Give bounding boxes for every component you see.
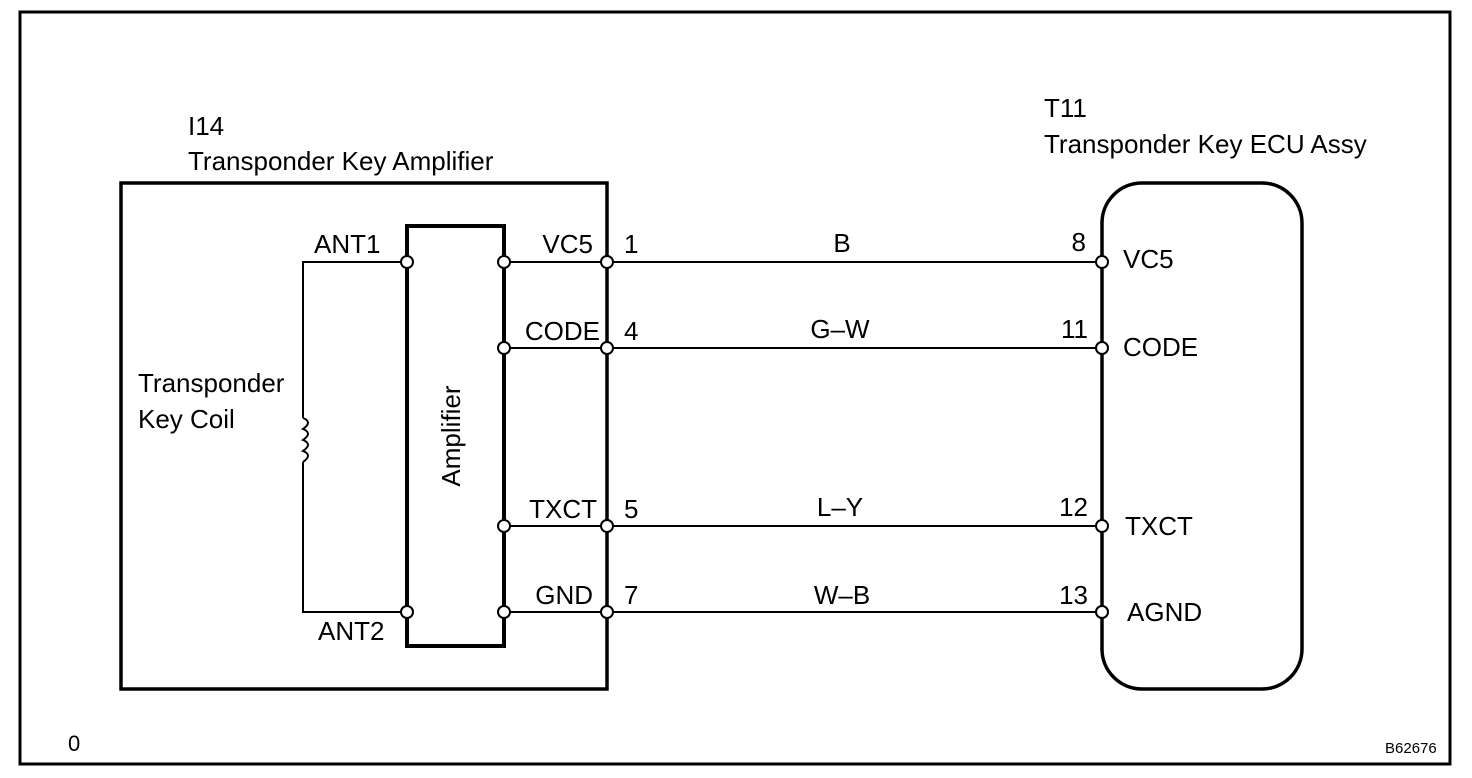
amplifier-output-stubs: [504, 261, 607, 613]
diagram-frame: [18, 10, 1452, 766]
wire-color-txct: L–Y: [817, 492, 863, 522]
amp-pin-name-vc5: VC5: [542, 229, 593, 259]
ecu-code-terminal: [1095, 341, 1109, 355]
ecu-code: T11: [1044, 93, 1087, 123]
amp-pin-number-4: 4: [624, 316, 638, 346]
ecu-vc5-terminal: [1095, 255, 1109, 269]
amp-pin-name-gnd: GND: [535, 580, 593, 610]
amp-pin-name-code: CODE: [525, 316, 600, 346]
amp-pin-number-5: 5: [624, 494, 638, 524]
connector-pin-7: [600, 605, 614, 619]
ant2-terminal: [400, 605, 414, 619]
connector-pin-1: [600, 255, 614, 269]
footer-left-mark: 0: [68, 731, 80, 756]
ant1-terminal: [400, 255, 414, 269]
amp-pin-number-1: 1: [624, 229, 638, 259]
ecu-txct-terminal: [1095, 519, 1109, 533]
ecu-pin-name-txct: TXCT: [1125, 511, 1193, 541]
amplifier-block-label: Amplifier: [436, 385, 466, 486]
amp-gnd-terminal: [497, 605, 511, 619]
wire-color-code: G–W: [810, 314, 870, 344]
connector-pin-4: [600, 341, 614, 355]
ecu-pin-name-code: CODE: [1123, 332, 1198, 362]
ecu-pin-name-vc5: VC5: [1123, 244, 1174, 274]
coil-label-line2: Key Coil: [138, 404, 235, 434]
ecu-agnd-terminal: [1095, 605, 1109, 619]
coil-wire: [302, 261, 407, 613]
amp-pin-name-txct: TXCT: [529, 494, 597, 524]
ecu-pin-name-agnd: AGND: [1127, 597, 1202, 627]
ecu-pin-number-13: 13: [1059, 580, 1088, 610]
coil-label-line1: Transponder: [138, 368, 285, 398]
coil-symbol: [300, 417, 309, 463]
ecu-pin-number-12: 12: [1059, 492, 1088, 522]
ant1-label: ANT1: [314, 229, 380, 259]
ant2-label: ANT2: [318, 616, 384, 646]
wire-color-vc5: B: [833, 228, 850, 258]
connector-pin-5: [600, 519, 614, 533]
amplifier-housing: [119, 181, 609, 691]
ecu-housing: [1100, 181, 1304, 691]
amplifier-code: I14: [188, 111, 224, 141]
amplifier-name: Transponder Key Amplifier: [188, 146, 494, 176]
wire-color-gnd: W–B: [814, 580, 870, 610]
ecu-pin-number-11: 11: [1061, 314, 1088, 344]
ecu-name: Transponder Key ECU Assy: [1044, 129, 1367, 159]
amp-vc5-terminal: [497, 255, 511, 269]
amplifier-block: [405, 224, 506, 648]
amp-txct-terminal: [497, 519, 511, 533]
amp-code-terminal: [497, 341, 511, 355]
amp-pin-number-7: 7: [624, 580, 638, 610]
figure-code: B62676: [1385, 740, 1437, 757]
ecu-pin-number-8: 8: [1072, 227, 1086, 257]
